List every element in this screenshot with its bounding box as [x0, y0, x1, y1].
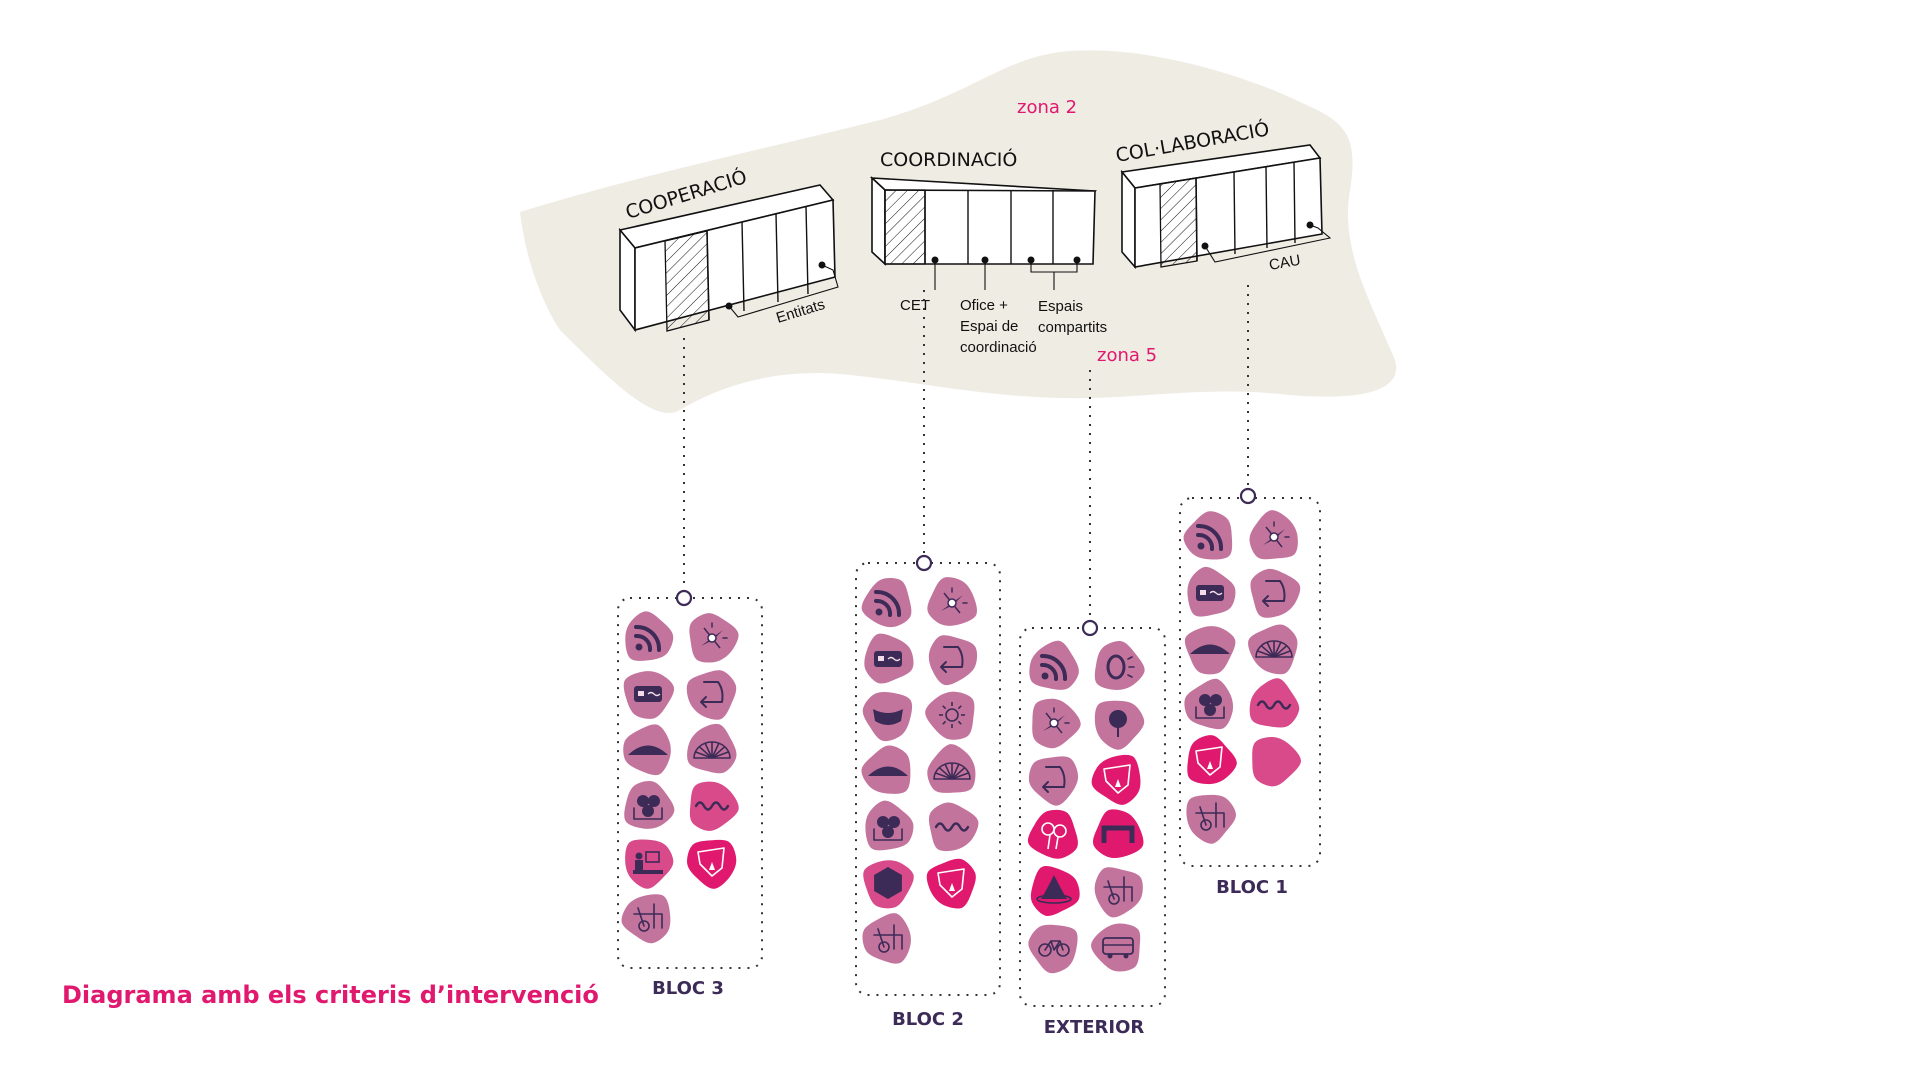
flowers-icon: [1027, 809, 1078, 859]
cone-icon: [1030, 866, 1080, 916]
rss-icon: [1029, 640, 1079, 690]
label-bloc-1: BLOC 1: [1216, 877, 1288, 898]
tree-icon: [1094, 700, 1145, 750]
column-bloc-1: [1179, 487, 1321, 867]
block-cooperacio: COOPERACIÓ Entitats: [618, 164, 839, 333]
cluster-icon: [865, 800, 914, 851]
return-arrow-icon: [686, 670, 737, 720]
rss-icon: [1183, 511, 1233, 560]
drop-shape-icon: [1091, 754, 1141, 805]
column-frame: [855, 562, 1001, 996]
label-bloc-2: BLOC 2: [892, 1009, 964, 1030]
diagram-caption: Diagrama amb els criteris d’intervenció: [62, 981, 599, 1009]
bench-icon: [1092, 809, 1144, 859]
return-arrow-icon: [1250, 568, 1301, 618]
wheel-frame-icon: [621, 894, 671, 944]
connector-node: [1081, 619, 1099, 637]
column-frame: [1019, 627, 1166, 1007]
lamp-icon: [1094, 641, 1145, 690]
person-desk-icon: [625, 839, 674, 889]
sun-icon: [925, 691, 975, 740]
zone-label-5: zona 5: [1097, 345, 1157, 366]
annotation-cet: CET: [900, 297, 930, 314]
rss-icon: [625, 611, 674, 661]
fan-icon: [687, 723, 737, 774]
wheel-frame-icon: [862, 913, 911, 964]
annotation-ofice-line2: Espai de: [960, 318, 1018, 335]
blank-tile: [1252, 737, 1302, 787]
hexagon-icon: [863, 860, 914, 909]
return-arrow-icon: [928, 635, 978, 686]
block-coordinacio: COORDINACIÓ CET Ofice + Espai de coordin…: [869, 147, 1107, 356]
wave-icon: [689, 781, 739, 831]
compass-icon: [927, 577, 978, 626]
block-collaboracio: COL·LABORACIÓ CAU: [1114, 116, 1332, 274]
column-exterior: [1019, 619, 1166, 1007]
drop-shape-icon: [926, 858, 976, 909]
annotation-cau: CAU: [1268, 252, 1302, 274]
annotation-ofice-line3: coordinació: [960, 339, 1037, 356]
annotation-espais-line2: compartits: [1038, 319, 1107, 336]
wave-icon: [1249, 678, 1300, 728]
wave-icon: [928, 802, 979, 852]
card-icon: [623, 671, 675, 719]
zone-label-2: zona 2: [1017, 97, 1077, 118]
column-frame: [1179, 497, 1321, 867]
mound-icon: [1184, 626, 1236, 675]
wheel-frame-icon: [1186, 794, 1237, 844]
return-arrow-icon: [1028, 756, 1079, 806]
bowl-icon: [862, 692, 913, 742]
drop-shape-icon: [687, 839, 737, 889]
column-bloc-3: [617, 589, 763, 969]
connector-node: [675, 589, 693, 607]
cluster-icon: [1184, 678, 1234, 730]
drop-shape-icon: [1187, 735, 1237, 785]
fan-icon: [927, 744, 976, 793]
cluster-icon: [624, 780, 675, 829]
connector-node: [915, 554, 933, 572]
mound-icon: [861, 745, 911, 794]
compass-icon: [1249, 510, 1298, 560]
compass-icon: [1032, 698, 1081, 749]
connector-node: [1239, 487, 1257, 505]
column-bloc-2: [855, 554, 1001, 996]
annotation-ofice-line1: Ofice +: [960, 297, 1008, 314]
wheel-frame-icon: [1094, 867, 1143, 918]
bus-icon: [1091, 923, 1141, 972]
label-exterior: EXTERIOR: [1044, 1017, 1145, 1038]
card-icon: [864, 633, 914, 684]
compass-icon: [689, 613, 739, 663]
mound-icon: [623, 724, 671, 776]
rss-icon: [861, 577, 912, 628]
card-icon: [1187, 566, 1236, 617]
annotation-espais-line1: Espais: [1038, 298, 1083, 315]
connectors: [683, 285, 1249, 622]
label-bloc-3: BLOC 3: [652, 978, 724, 999]
block-title-coordinacio: COORDINACIÓ: [880, 147, 1017, 171]
fan-icon: [1248, 624, 1298, 675]
bicycle-icon: [1028, 924, 1078, 974]
